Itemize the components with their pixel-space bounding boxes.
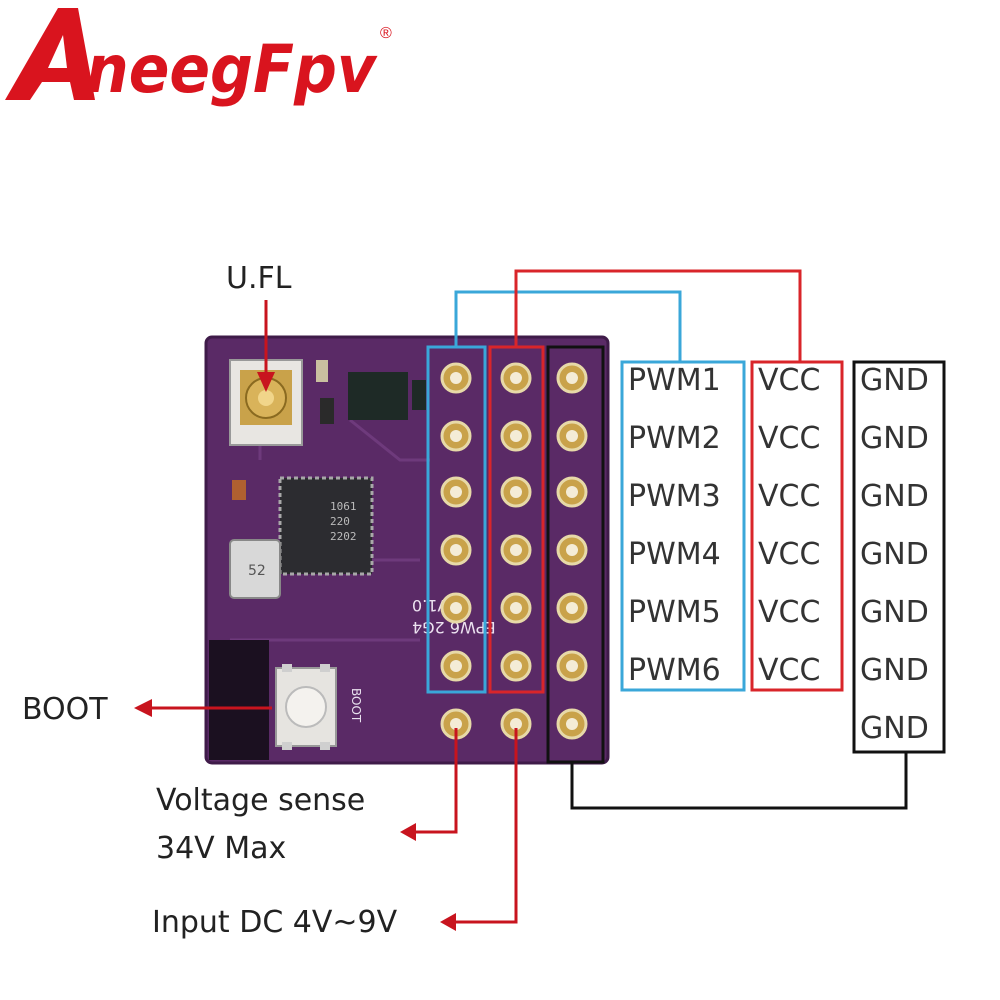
- logo-registered: ®: [380, 25, 392, 42]
- pwm-connector-line: [454, 290, 682, 362]
- header-pin-hole: [566, 430, 578, 442]
- input-dc-label: Input DC 4V~9V: [152, 905, 398, 940]
- vcc-connector-line: [514, 269, 802, 362]
- pwm-label: PWM6: [628, 653, 721, 688]
- header-pins: [440, 362, 588, 740]
- pwm-label: PWM2: [628, 421, 721, 456]
- pwm-label: PWM5: [628, 595, 721, 630]
- vcc-label: VCC: [758, 421, 820, 456]
- header-pin-hole: [450, 602, 462, 614]
- gnd-label: GND: [860, 479, 929, 514]
- header-pin-hole: [566, 718, 578, 730]
- header-pin-hole: [566, 486, 578, 498]
- input-dc-arrow-head: [440, 913, 456, 931]
- silkscreen-boot: BOOT: [349, 688, 363, 723]
- header-pin-hole: [510, 718, 522, 730]
- smd-components: [232, 360, 426, 500]
- boot-arrow-head: [134, 699, 152, 717]
- voltage-sense-label-line1: Voltage sense: [156, 783, 365, 818]
- gnd-label: GND: [860, 711, 929, 746]
- boot-button: BOOT: [275, 664, 363, 750]
- chip-marking-2: 220: [330, 515, 350, 528]
- pwm-label: PWM4: [628, 537, 721, 572]
- header-pin-hole: [450, 718, 462, 730]
- voltage-sense-arrow-head: [400, 823, 416, 841]
- vcc-label: VCC: [758, 479, 820, 514]
- gnd-label: GND: [860, 595, 929, 630]
- logo-a-mark: [5, 8, 95, 100]
- silkscreen-version: V1.0: [412, 596, 448, 615]
- gnd-connector-line: [570, 752, 908, 810]
- header-pin-hole: [566, 660, 578, 672]
- header-pin-hole: [510, 486, 522, 498]
- header-pin-hole: [566, 544, 578, 556]
- boot-callout-label: BOOT: [22, 692, 108, 727]
- header-pin-hole: [510, 602, 522, 614]
- gnd-label: GND: [860, 653, 929, 688]
- main-chip: 1061 220 2202: [278, 476, 374, 576]
- chip-marking-3: 2202: [330, 530, 357, 543]
- header-pin-hole: [450, 660, 462, 672]
- gnd-label: GND: [860, 363, 929, 398]
- header-pin-hole: [510, 660, 522, 672]
- vcc-label-list: VCC VCC VCC VCC VCC VCC: [758, 363, 820, 688]
- brand-logo: neegFpv ®: [5, 8, 392, 108]
- ufl-arrow-head: [257, 372, 275, 392]
- vcc-label: VCC: [758, 595, 820, 630]
- header-pin-hole: [510, 372, 522, 384]
- logo-wordmark: neegFpv: [86, 31, 378, 108]
- vcc-label: VCC: [758, 653, 820, 688]
- silkscreen-model: EPW6 2G4: [412, 618, 496, 637]
- chip-marking-1: 1061: [330, 500, 357, 513]
- gnd-column-box: [546, 345, 605, 764]
- vcc-label-box: [750, 360, 844, 692]
- pwm-label-box: [620, 360, 746, 692]
- header-pin-hole: [510, 430, 522, 442]
- header-pin-hole: [450, 430, 462, 442]
- header-pin-hole: [566, 372, 578, 384]
- header-pin-hole: [510, 544, 522, 556]
- header-pin-hole: [450, 372, 462, 384]
- vcc-label: VCC: [758, 537, 820, 572]
- input-dc-arrow-line: [452, 728, 518, 924]
- gnd-label: GND: [860, 421, 929, 456]
- header-pin-hole: [566, 602, 578, 614]
- voltage-sense-label-line2: 34V Max: [156, 831, 286, 866]
- gnd-label: GND: [860, 537, 929, 572]
- gnd-label-list: GND GND GND GND GND GND GND: [860, 363, 929, 746]
- vcc-label: VCC: [758, 363, 820, 398]
- pwm-label: PWM3: [628, 479, 721, 514]
- voltage-sense-arrow-line: [412, 728, 458, 834]
- crystal-marking: 52: [248, 563, 266, 579]
- gnd-label-box: [852, 360, 946, 754]
- header-pin-hole: [450, 486, 462, 498]
- ufl-callout-label: U.FL: [226, 261, 292, 296]
- crystal: 52: [229, 539, 281, 599]
- header-pin-hole: [450, 544, 462, 556]
- pwm-label: PWM1: [628, 363, 721, 398]
